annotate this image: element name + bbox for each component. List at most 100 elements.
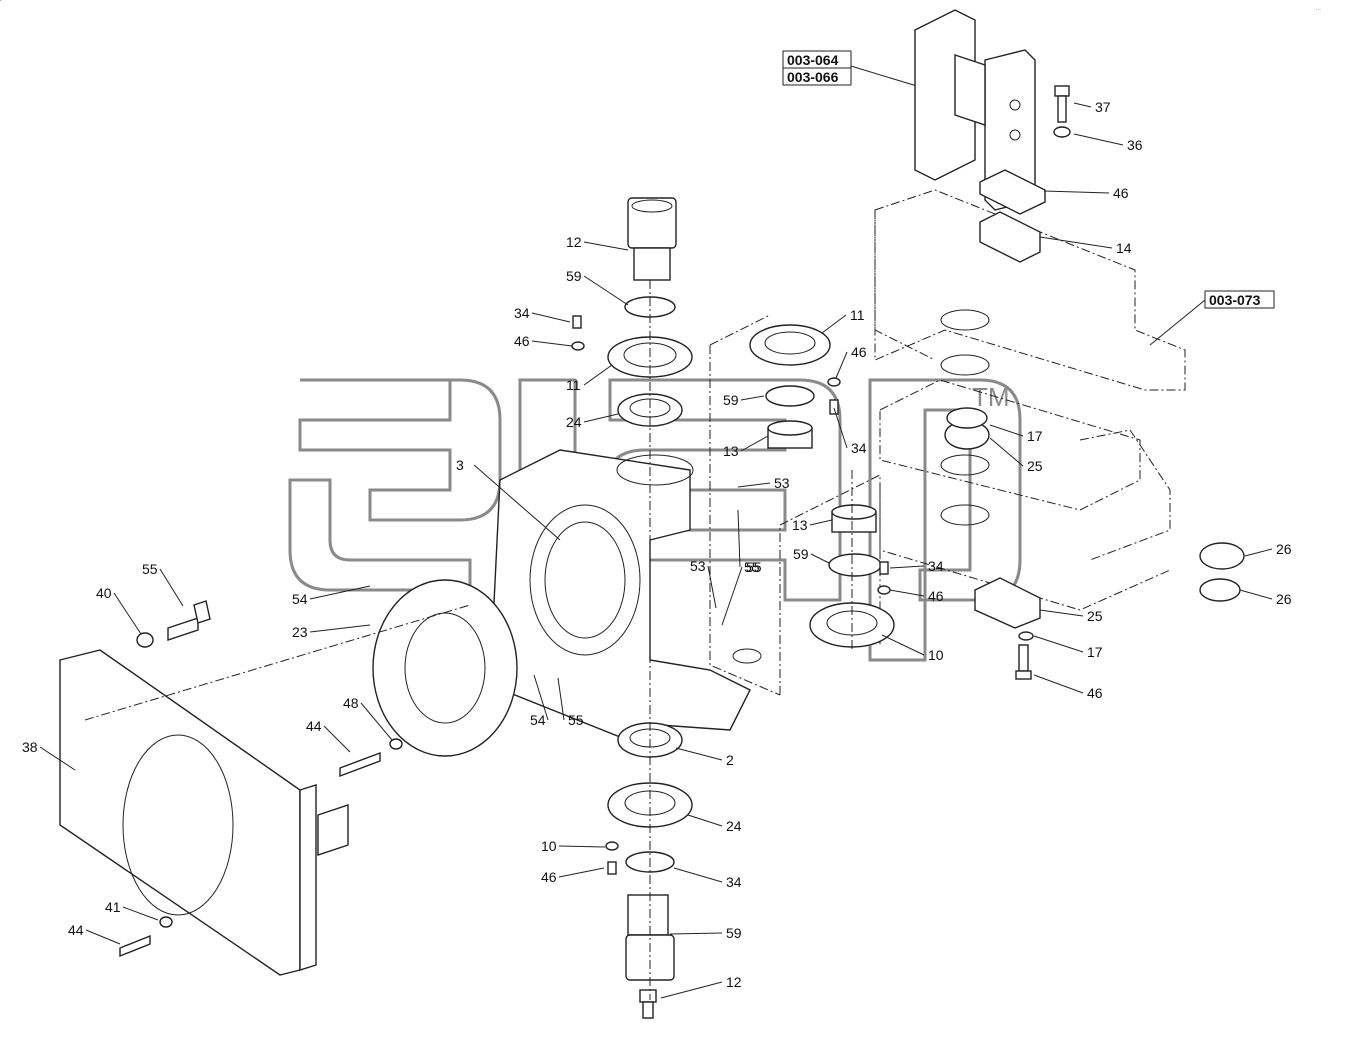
callout-leader-34 bbox=[673, 867, 723, 883]
callout-leader-25 bbox=[989, 437, 1024, 467]
callout-leader-24 bbox=[687, 814, 723, 827]
callout-leader-55 bbox=[557, 677, 565, 721]
pin-12-lower bbox=[625, 894, 675, 981]
callout-59[interactable]: 59 bbox=[723, 392, 739, 408]
callout-13[interactable]: 13 bbox=[792, 517, 808, 533]
bolt-34-right bbox=[829, 399, 839, 415]
callout-leader-24 bbox=[583, 413, 619, 423]
callout-46[interactable]: 46 bbox=[541, 869, 557, 885]
callout-leader-41 bbox=[122, 906, 159, 921]
callout-11[interactable]: 11 bbox=[850, 307, 865, 323]
callout-44[interactable]: 44 bbox=[68, 922, 84, 938]
callout-23[interactable]: 23 bbox=[292, 624, 308, 640]
callout-55[interactable]: 55 bbox=[744, 559, 760, 575]
ring-25-upper bbox=[946, 407, 988, 429]
callout-leader-55 bbox=[721, 566, 743, 626]
callout-44[interactable]: 44 bbox=[306, 718, 322, 734]
callout-14[interactable]: 14 bbox=[1116, 240, 1132, 256]
callout-10[interactable]: 10 bbox=[541, 838, 557, 854]
callout-24[interactable]: 24 bbox=[726, 818, 742, 834]
callout-46[interactable]: 46 bbox=[851, 344, 867, 360]
callout-46[interactable]: 46 bbox=[928, 588, 944, 604]
cap-11-right bbox=[749, 324, 831, 366]
callout-12[interactable]: 12 bbox=[726, 974, 742, 990]
callout-53[interactable]: 53 bbox=[774, 475, 790, 491]
callout-41[interactable]: 41 bbox=[105, 899, 121, 915]
callout-34[interactable]: 34 bbox=[514, 305, 530, 321]
callout-3[interactable]: 3 bbox=[456, 457, 464, 473]
callout-59[interactable]: 59 bbox=[566, 268, 582, 284]
callout-leader-37 bbox=[1073, 102, 1092, 108]
bolt-35 bbox=[1015, 644, 1032, 680]
callout-24[interactable]: 24 bbox=[566, 414, 582, 430]
seal-59-right bbox=[765, 385, 815, 407]
callout-54[interactable]: 54 bbox=[292, 591, 308, 607]
callout-leader-12 bbox=[583, 241, 629, 251]
callout-37[interactable]: 37 bbox=[1095, 99, 1111, 115]
callout-59[interactable]: 59 bbox=[726, 925, 742, 941]
callout-leader-44 bbox=[85, 929, 121, 945]
callout-leader-26 bbox=[1239, 589, 1273, 600]
callout-11[interactable]: 11 bbox=[566, 377, 581, 393]
callout-12[interactable]: 12 bbox=[566, 234, 582, 250]
washer-46-top bbox=[571, 341, 585, 351]
callout-leader-54 bbox=[309, 585, 371, 600]
washer-46-right bbox=[827, 377, 841, 387]
callout-17[interactable]: 17 bbox=[1087, 644, 1103, 660]
callout-leader-53 bbox=[707, 565, 717, 609]
ref-box-003-064[interactable]: 003-064 bbox=[782, 50, 852, 69]
callout-46[interactable]: 46 bbox=[1113, 185, 1129, 201]
callout-25[interactable]: 25 bbox=[1027, 458, 1043, 474]
callout-26[interactable]: 26 bbox=[1276, 541, 1292, 557]
callout-leader-46 bbox=[558, 867, 605, 878]
callout-leader-12 bbox=[660, 981, 723, 999]
callout-48[interactable]: 48 bbox=[343, 695, 359, 711]
callout-55[interactable]: 55 bbox=[142, 561, 158, 577]
callout-34[interactable]: 34 bbox=[928, 558, 944, 574]
callout-leader-10 bbox=[558, 845, 606, 848]
callout-35[interactable]: 35 bbox=[0, 0, 16, 3]
callout-25[interactable]: 25 bbox=[1087, 608, 1103, 624]
callout-46[interactable]: 46 bbox=[1087, 685, 1103, 701]
callout-leader-17 bbox=[989, 424, 1024, 437]
callout-26[interactable]: 26 bbox=[1276, 591, 1292, 607]
callout-leader-46 bbox=[1043, 190, 1110, 194]
callout-leader-46 bbox=[835, 351, 848, 379]
callout-53[interactable]: 53 bbox=[690, 558, 706, 574]
plate-17-top bbox=[979, 211, 1041, 263]
pin-12-top bbox=[627, 197, 677, 281]
ref-box-003-066[interactable]: 003-066 bbox=[782, 67, 852, 86]
bolt-37 bbox=[119, 934, 151, 958]
callout-leader-2 bbox=[675, 747, 723, 761]
callout-38[interactable]: 38 bbox=[22, 739, 38, 755]
callout-17[interactable]: 17 bbox=[1027, 428, 1043, 444]
washer-44-lower bbox=[159, 916, 173, 928]
callout-leader-44 bbox=[323, 725, 351, 753]
callout-2[interactable]: 2 bbox=[726, 752, 734, 768]
callout-13[interactable]: 13 bbox=[723, 443, 739, 459]
callout-leader-3 bbox=[473, 464, 561, 541]
callout-40[interactable]: 40 bbox=[96, 585, 112, 601]
callout-36[interactable]: 36 bbox=[1127, 137, 1143, 153]
callout-leader-10 bbox=[881, 634, 925, 656]
callout-leader-46 bbox=[1033, 674, 1084, 694]
clamp-bracket bbox=[914, 9, 1036, 211]
callout-54[interactable]: 54 bbox=[530, 712, 546, 728]
mount-plate-2 bbox=[59, 649, 349, 976]
callout-34[interactable]: 34 bbox=[851, 440, 867, 456]
callout-34[interactable]: 34 bbox=[726, 874, 742, 890]
callout-46[interactable]: 46 bbox=[514, 333, 530, 349]
callout-55[interactable]: 55 bbox=[746, 559, 762, 575]
washer-44 bbox=[389, 738, 403, 750]
callout-55[interactable]: 55 bbox=[568, 712, 584, 728]
callout-leader-48 bbox=[360, 702, 393, 741]
callout-59[interactable]: 59 bbox=[793, 546, 809, 562]
callout-leader-46 bbox=[889, 589, 925, 597]
ref-box-003-073[interactable]: 003-073 bbox=[1204, 290, 1275, 309]
washer-46-mid bbox=[877, 585, 891, 595]
callout-10[interactable]: 10 bbox=[928, 647, 944, 663]
callout-leader-34 bbox=[531, 312, 571, 323]
washer-46-lower-left bbox=[605, 841, 619, 851]
callout-leader-11 bbox=[821, 314, 847, 334]
